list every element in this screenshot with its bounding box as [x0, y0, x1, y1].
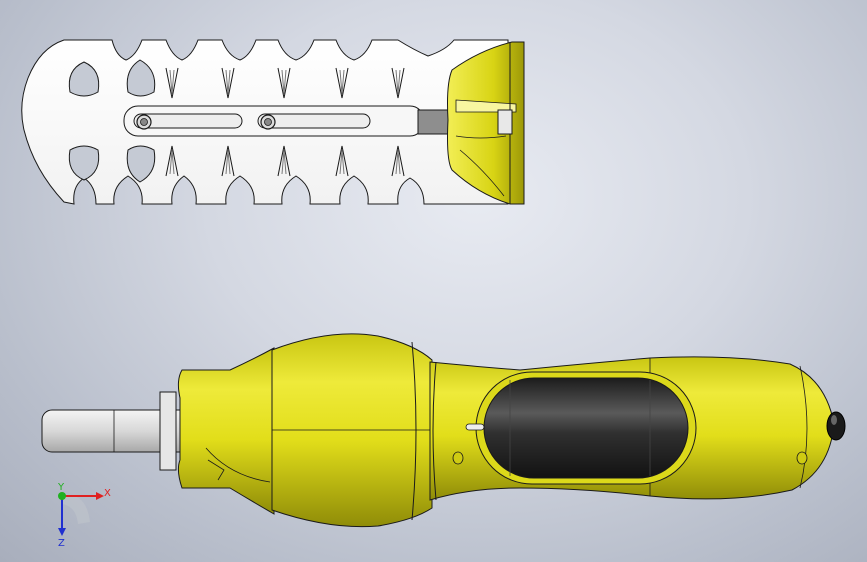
- blade-slot: [68, 61, 100, 97]
- housing-edge: [455, 135, 507, 139]
- end-cap-highlight: [831, 415, 837, 425]
- front-cone[interactable]: [177, 347, 275, 515]
- cone-vent: [207, 459, 225, 481]
- cone-edge: [205, 447, 271, 483]
- housing-bracket: [497, 109, 513, 135]
- blade-slot: [126, 59, 156, 97]
- y-axis-dot-icon: [58, 492, 66, 500]
- axis-triad: X Y Z: [57, 482, 111, 549]
- housing-edge: [459, 149, 505, 197]
- adjust-slot-right: [257, 113, 371, 129]
- handle-grip[interactable]: [483, 377, 689, 479]
- bolt-head: [140, 118, 148, 126]
- end-cap-button[interactable]: [826, 411, 846, 441]
- housing-face: [455, 99, 517, 113]
- screw-hole-icon: [796, 451, 808, 465]
- screw-hole-icon: [452, 451, 464, 465]
- z-axis-label: Z: [58, 538, 65, 549]
- adjust-slot-left: [133, 113, 243, 129]
- lower-teeth: [165, 145, 405, 177]
- blade-slot: [126, 145, 156, 183]
- y-axis-label: Y: [57, 482, 65, 493]
- bolt-head: [264, 118, 272, 126]
- z-axis-arrowhead-icon: [58, 528, 66, 536]
- handle-seam: [432, 361, 437, 501]
- shaft-clamp: [159, 391, 177, 471]
- x-axis-label: X: [104, 488, 111, 499]
- motor-body-side-view[interactable]: [41, 333, 846, 528]
- trigger-switch[interactable]: [465, 423, 485, 431]
- handle-seam: [799, 365, 808, 489]
- x-axis-arrowhead-icon: [96, 492, 104, 500]
- blade-assembly-top-view[interactable]: [21, 39, 525, 205]
- gear-housing-cone[interactable]: [447, 41, 525, 205]
- triad-base: [60, 495, 90, 524]
- upper-teeth: [165, 67, 405, 99]
- housing-seam: [411, 341, 417, 521]
- blade-slot: [68, 145, 100, 181]
